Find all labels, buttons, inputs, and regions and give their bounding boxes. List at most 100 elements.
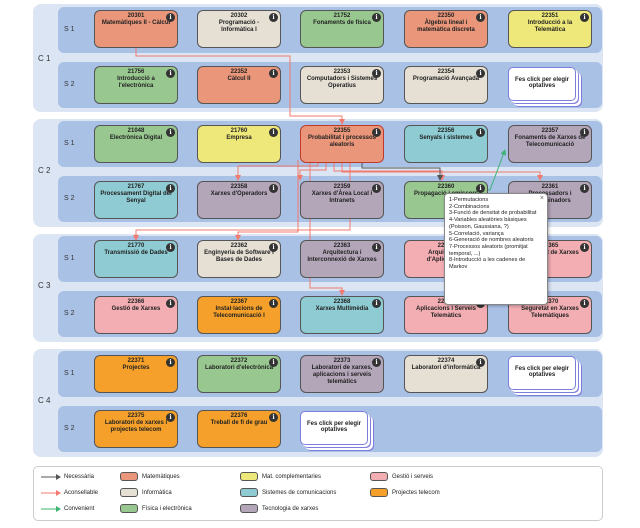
- course-label-c2: C 2: [38, 166, 51, 175]
- info-icon[interactable]: i: [269, 128, 278, 137]
- subject-code: 22361: [541, 184, 559, 190]
- popup-item: 1-Permutacions: [449, 197, 489, 203]
- subject-title: Empresa: [226, 134, 252, 141]
- info-icon[interactable]: i: [476, 184, 485, 193]
- semester-label: S 2: [64, 81, 75, 88]
- info-icon[interactable]: i: [269, 243, 278, 252]
- info-icon[interactable]: i: [372, 128, 381, 137]
- legend-arrow-advisable-icon: [41, 490, 61, 496]
- info-icon[interactable]: i: [476, 358, 485, 367]
- info-icon[interactable]: i: [166, 243, 175, 252]
- info-icon[interactable]: i: [580, 13, 589, 22]
- info-icon[interactable]: i: [580, 128, 589, 137]
- info-icon[interactable]: i: [372, 243, 381, 252]
- subject-title: Càlcul II: [227, 75, 251, 82]
- legend-category-label: Projectes telecom: [392, 489, 440, 496]
- info-icon[interactable]: i: [269, 358, 278, 367]
- optatives-button[interactable]: Fes click per elegir optatives: [300, 411, 368, 445]
- info-icon[interactable]: i: [372, 299, 381, 308]
- info-icon[interactable]: i: [269, 13, 278, 22]
- subject-title: Introducció a la Telemàtica: [527, 19, 573, 33]
- subject-title: Laboratori de xarxes i projectes telecom: [104, 419, 168, 433]
- subject-code: 22370: [541, 299, 559, 305]
- legend-arrow-necessary-icon: [41, 474, 61, 480]
- close-icon[interactable]: ×: [539, 195, 544, 202]
- subject-code: 22371: [127, 358, 145, 364]
- info-icon[interactable]: i: [269, 184, 278, 193]
- info-icon[interactable]: i: [372, 358, 381, 367]
- popup-item: 2-Combinacions: [449, 203, 490, 210]
- legend-category-ges: Gestió i serveis: [370, 472, 433, 481]
- info-icon[interactable]: i: [580, 184, 589, 193]
- info-icon[interactable]: i: [580, 243, 589, 252]
- info-icon[interactable]: i: [476, 69, 485, 78]
- subject-code: 22356: [437, 128, 455, 134]
- legend-convenient-label: Convenient: [64, 506, 95, 512]
- subject-title: Laboratori d'informàtica: [411, 364, 481, 371]
- legend-swatch: [120, 472, 138, 481]
- info-icon[interactable]: i: [476, 13, 485, 22]
- info-icon[interactable]: i: [166, 13, 175, 22]
- optatives-button[interactable]: Fes click per elegir optatives: [508, 356, 576, 390]
- info-icon[interactable]: i: [476, 128, 485, 137]
- info-icon[interactable]: i: [269, 299, 278, 308]
- info-icon[interactable]: i: [269, 69, 278, 78]
- course-label-c1: C 1: [38, 54, 51, 63]
- subject-code: 22367: [230, 299, 248, 305]
- info-icon[interactable]: i: [580, 299, 589, 308]
- semester-label: S 1: [64, 255, 75, 262]
- info-icon[interactable]: i: [166, 69, 175, 78]
- subject-code: 22351: [541, 13, 559, 19]
- info-icon[interactable]: i: [372, 69, 381, 78]
- subject-code: 22352: [230, 69, 248, 75]
- info-icon[interactable]: i: [166, 184, 175, 193]
- info-icon[interactable]: i: [166, 413, 175, 422]
- legend-category-label: Mat. complementaries: [262, 473, 322, 480]
- subject-code: 22363: [333, 243, 351, 249]
- subject-title: Projectes: [122, 364, 150, 371]
- subject-code: 21752: [333, 13, 351, 19]
- subject-title: Fonaments de Xarxes de Telecomunicació: [514, 134, 586, 148]
- subject-code: 22372: [230, 358, 248, 364]
- info-icon[interactable]: i: [166, 299, 175, 308]
- info-icon[interactable]: i: [166, 358, 175, 367]
- info-icon[interactable]: i: [166, 128, 175, 137]
- legend-arrow-convenient-icon: [41, 506, 61, 512]
- optatives-button[interactable]: Fes click per elegir optatives: [508, 67, 576, 101]
- legend-swatch: [240, 488, 258, 497]
- info-icon[interactable]: i: [372, 184, 381, 193]
- info-icon[interactable]: i: [269, 413, 278, 422]
- popup-item: 7-Processos aleatoris (promitjat tempora…: [449, 243, 528, 257]
- subject-code: 22360: [437, 184, 455, 190]
- info-icon[interactable]: i: [372, 13, 381, 22]
